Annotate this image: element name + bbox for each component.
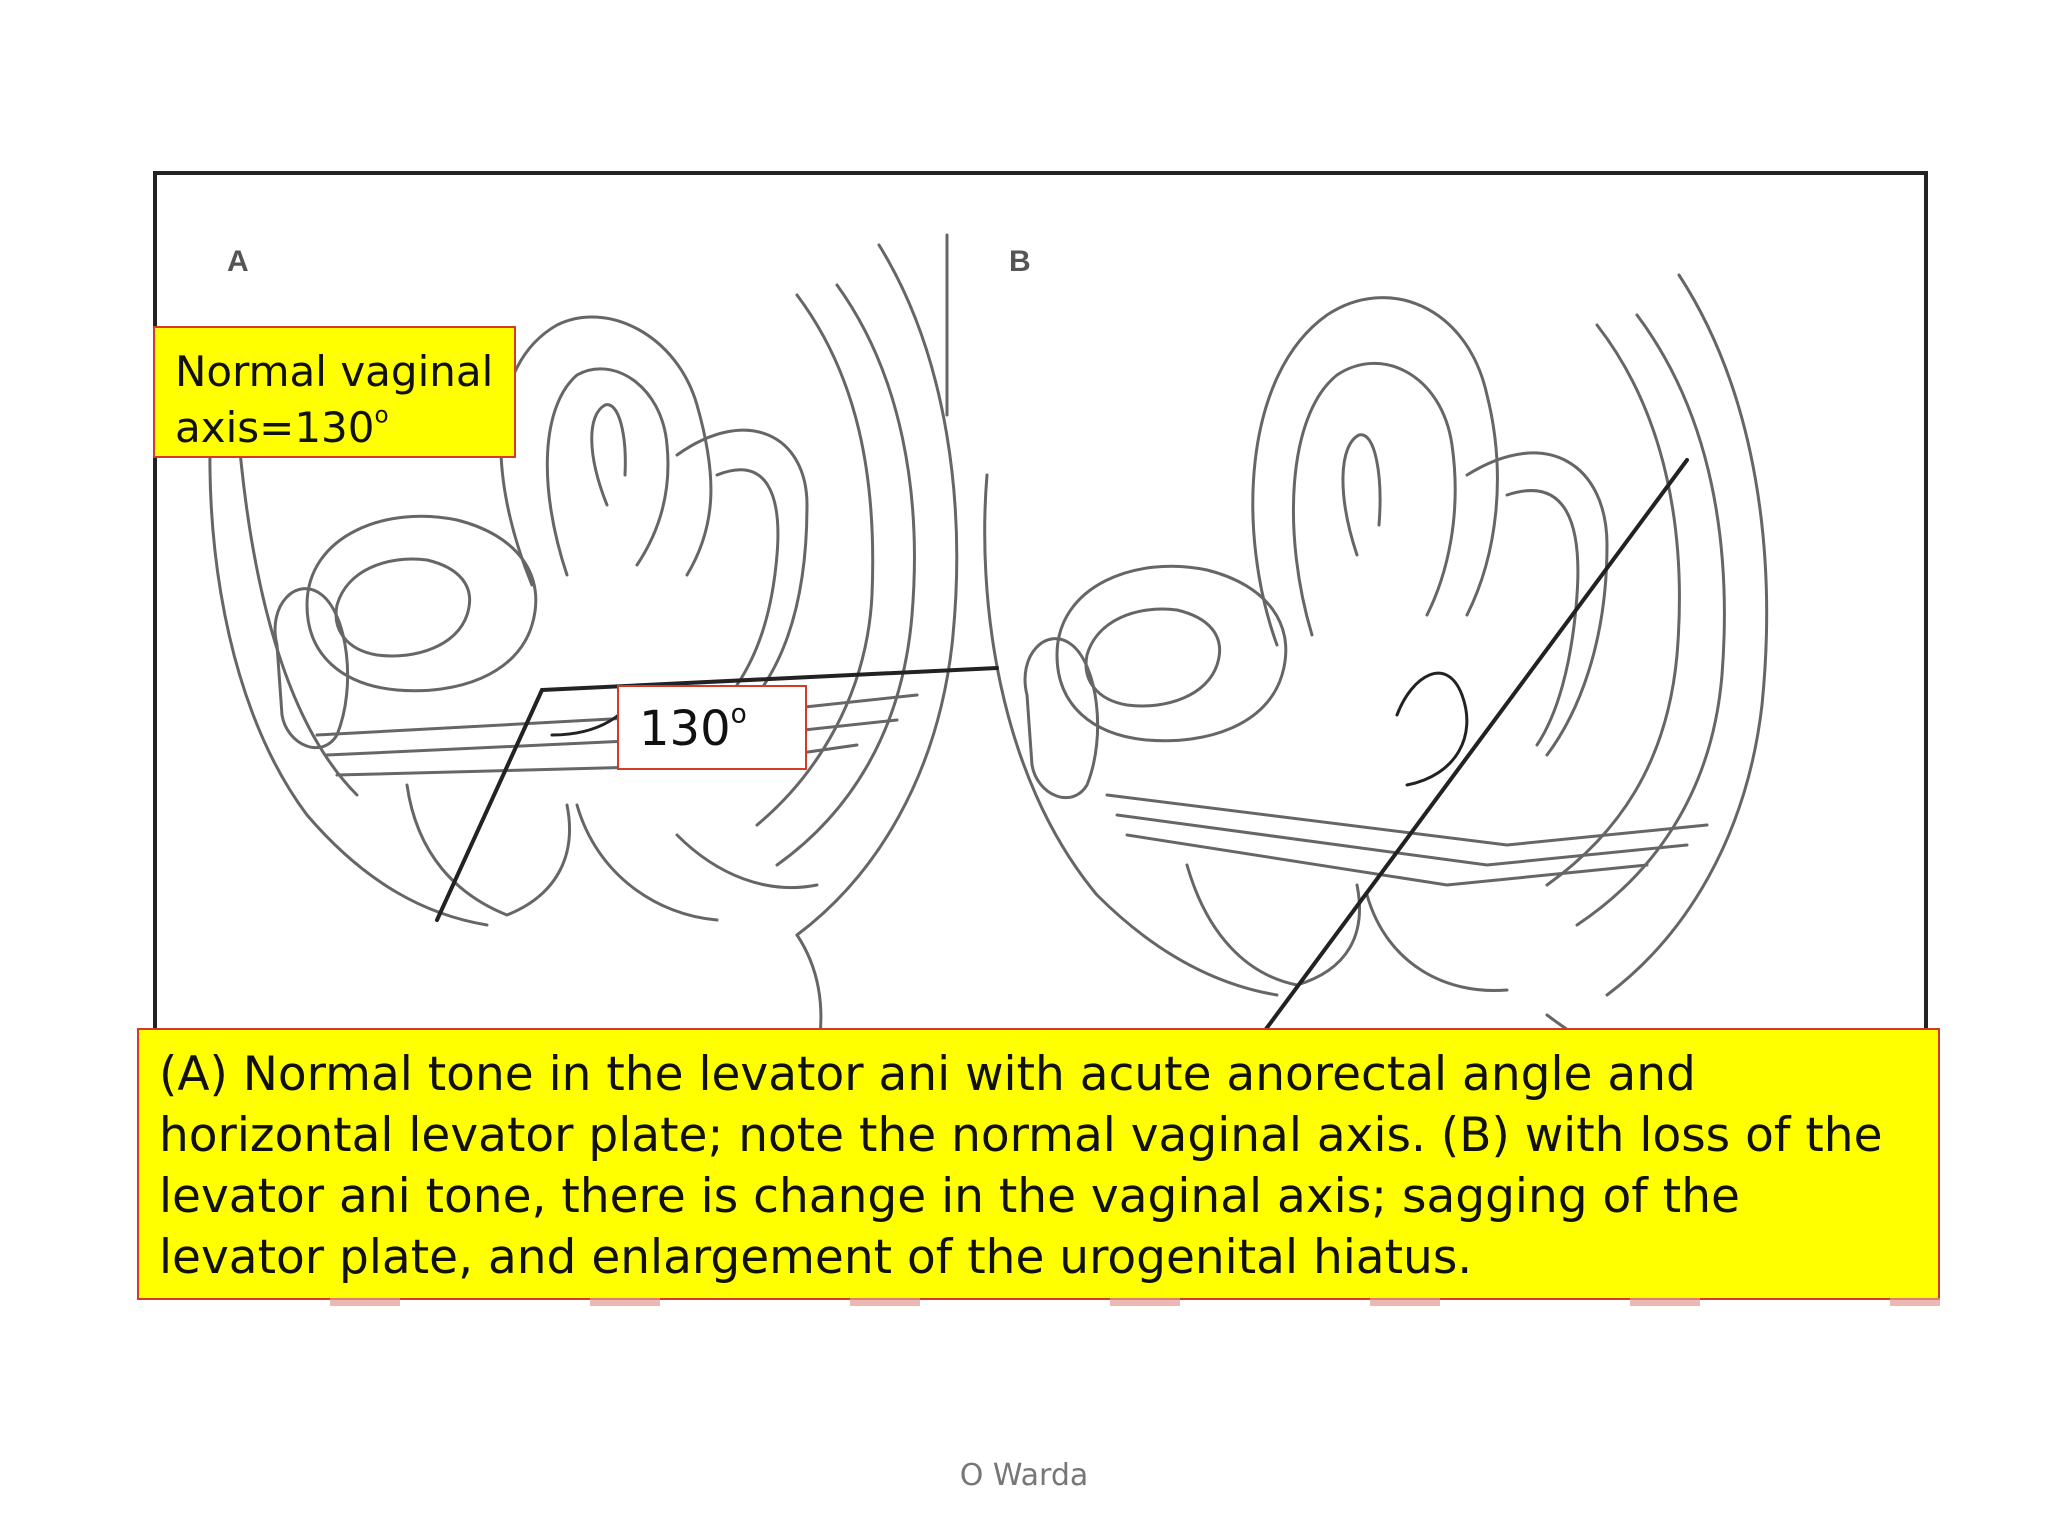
panel-a-label: A xyxy=(227,245,249,278)
panel-b-label: B xyxy=(1009,245,1031,278)
normal-axis-callout: Normal vaginal axis=130o xyxy=(153,326,516,458)
angle-callout: 130o xyxy=(617,685,807,770)
angle-text: 130 xyxy=(639,701,731,757)
vaginal-axis-lines xyxy=(435,458,1689,1067)
footer-credit: O Warda xyxy=(959,1458,1089,1493)
figure-caption: (A) Normal tone in the levator ani with … xyxy=(137,1028,1940,1300)
normal-axis-degree: o xyxy=(374,402,389,429)
panel-b-drawing xyxy=(983,273,1769,1051)
caption-underline-remnant xyxy=(140,1298,1940,1306)
anatomy-figure: A B xyxy=(153,171,1928,1071)
angle-degree: o xyxy=(730,698,747,730)
normal-axis-text: Normal vaginal axis=130 xyxy=(175,347,494,452)
pelvic-sagittal-drawings xyxy=(208,233,1769,1067)
